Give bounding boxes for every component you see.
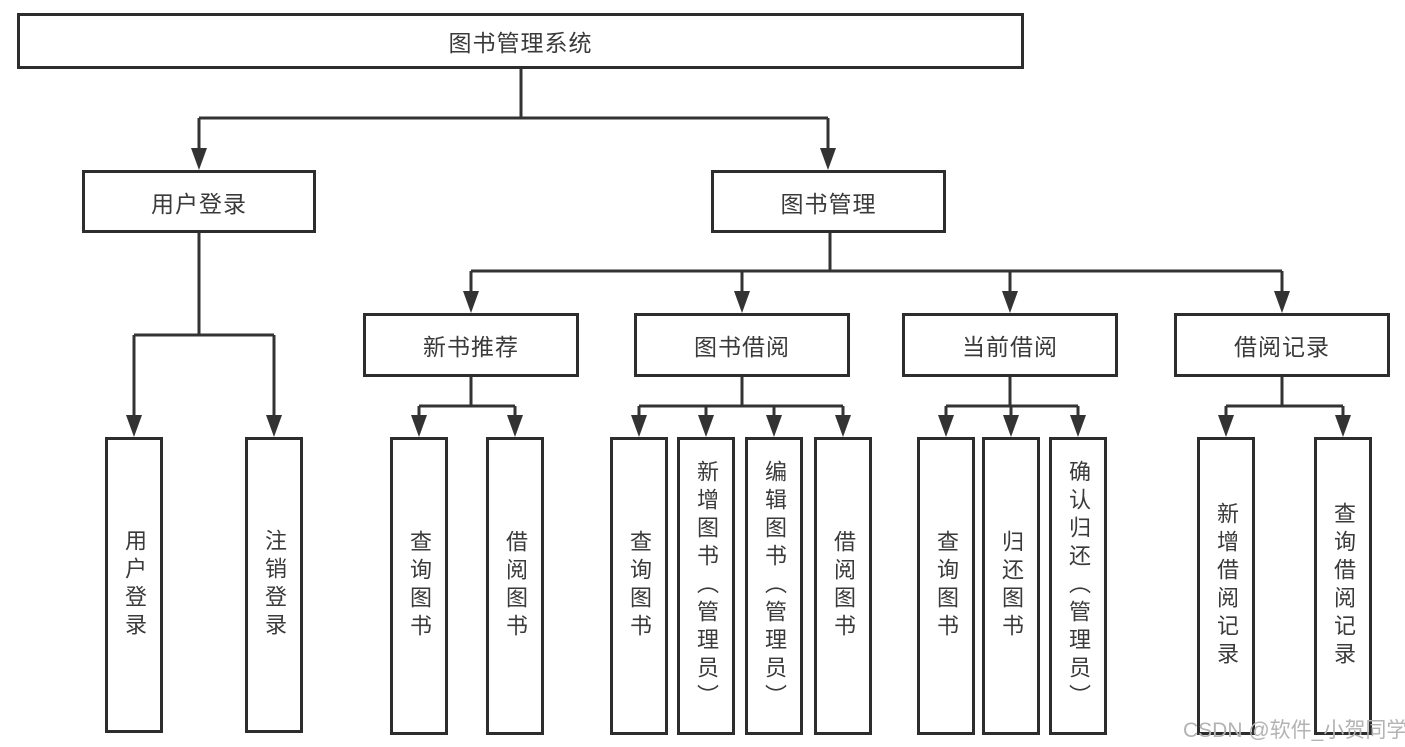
node-book-management: 图书管理 (711, 170, 946, 233)
node-book-borrow-label: 图书借阅 (694, 334, 790, 360)
node-borrow-record-label: 借阅记录 (1234, 334, 1330, 360)
node-current-borrow-label: 当前借阅 (962, 334, 1058, 360)
node-root-label: 图书管理系统 (448, 30, 593, 56)
node-book-borrow: 图书借阅 (634, 313, 850, 377)
leaf-add-borrow-record: 新增借阅记录 (1197, 437, 1255, 735)
leaf-query-book-current-label: 查询图书 (934, 530, 959, 642)
leaf-confirm-return-admin: 确认归还（管理员） (1049, 437, 1107, 735)
leaf-query-book-borrow-label: 查询图书 (627, 530, 652, 642)
leaf-query-borrow-record: 查询借阅记录 (1314, 437, 1372, 735)
node-borrow-record: 借阅记录 (1174, 313, 1390, 377)
leaf-add-book-admin-label: 新增图书（管理员） (694, 460, 719, 712)
node-book-management-label: 图书管理 (780, 190, 877, 217)
node-root: 图书管理系统 (17, 13, 1024, 69)
leaf-query-borrow-record-label: 查询借阅记录 (1331, 502, 1356, 670)
leaf-add-book-admin: 新增图书（管理员） (677, 437, 735, 735)
node-new-book-recommend-label: 新书推荐 (423, 334, 519, 360)
leaf-add-borrow-record-label: 新增借阅记录 (1214, 502, 1239, 670)
leaf-user-login: 用户登录 (105, 437, 163, 733)
leaf-query-book-recommend-label: 查询图书 (407, 530, 432, 642)
leaf-query-book-borrow: 查询图书 (610, 437, 668, 735)
leaf-edit-book-admin: 编辑图书（管理员） (745, 437, 803, 735)
leaf-return-book: 归还图书 (982, 437, 1040, 735)
leaf-borrow-book-recommend-label: 借阅图书 (503, 530, 528, 642)
node-current-borrow: 当前借阅 (902, 313, 1118, 377)
leaf-borrow-book-label: 借阅图书 (831, 530, 856, 642)
node-new-book-recommend: 新书推荐 (363, 313, 579, 377)
csdn-watermark: CSDN @软件_小贺同学 (1183, 719, 1405, 742)
leaf-logout-login-label: 注销登录 (262, 529, 287, 641)
leaf-borrow-book-recommend: 借阅图书 (486, 437, 544, 735)
node-user-login-label: 用户登录 (151, 190, 247, 217)
leaf-user-login-label: 用户登录 (122, 529, 147, 641)
leaf-query-book-current: 查询图书 (917, 437, 975, 735)
node-user-login: 用户登录 (82, 170, 316, 233)
leaf-return-book-label: 归还图书 (999, 530, 1024, 642)
leaf-borrow-book: 借阅图书 (814, 437, 872, 735)
leaf-query-book-recommend: 查询图书 (390, 437, 448, 735)
leaf-logout-login: 注销登录 (245, 437, 303, 733)
leaf-edit-book-admin-label: 编辑图书（管理员） (762, 460, 787, 712)
leaf-confirm-return-admin-label: 确认归还（管理员） (1066, 460, 1091, 712)
